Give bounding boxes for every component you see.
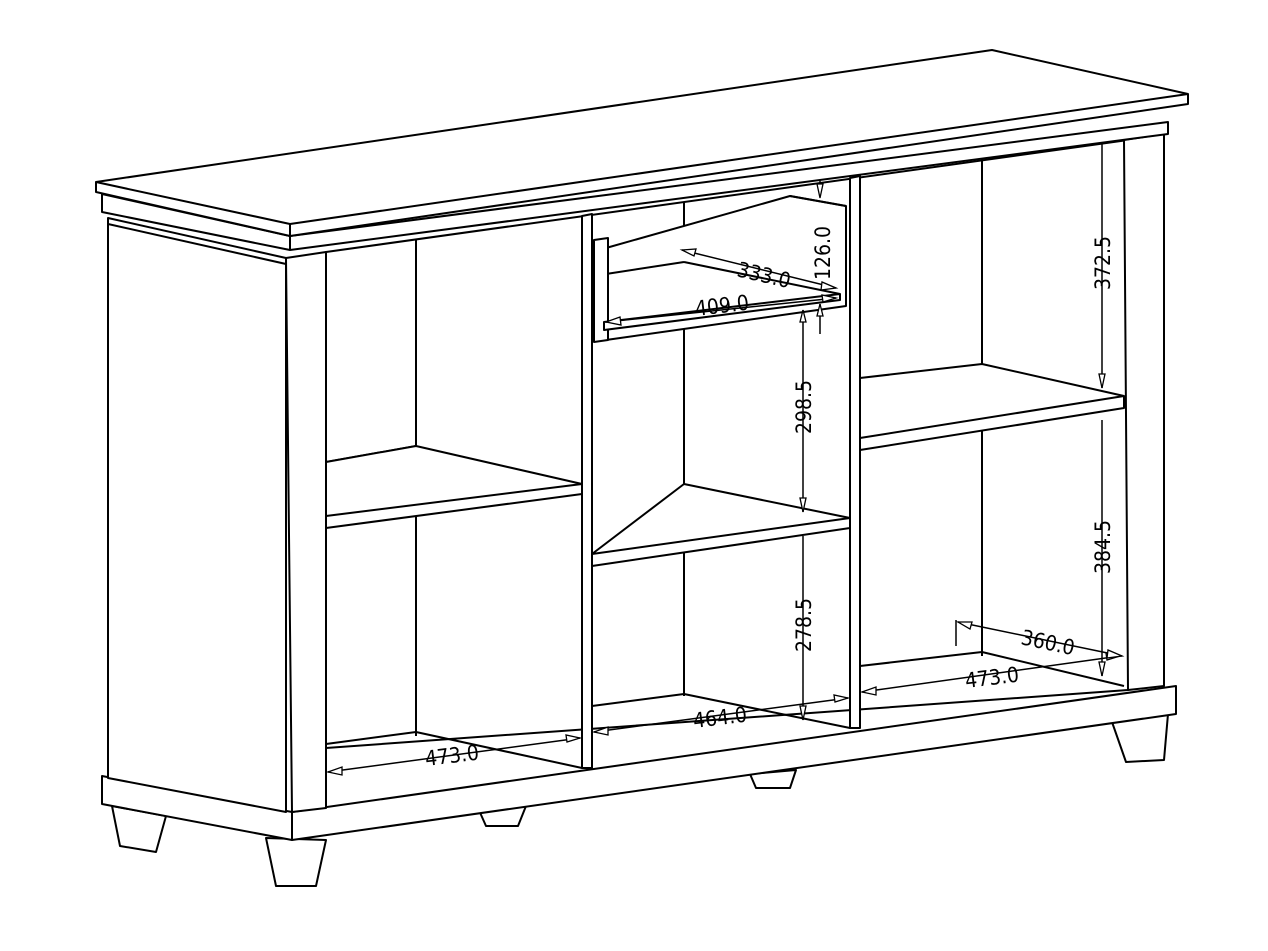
dim-left-bottom-width: 473.0 (424, 741, 481, 771)
side-panel-left (107, 217, 287, 813)
dimension-annotations (325, 144, 1125, 776)
dim-middle-upper-height: 298.5 (792, 380, 816, 434)
dim-middle-bottom-width: 464.0 (692, 703, 749, 733)
dim-drawer-height: 126.0 (811, 226, 835, 280)
leg-front-middle (265, 837, 327, 887)
divider-right (849, 175, 861, 729)
post-front-left (285, 251, 327, 813)
dim-middle-lower-height: 278.5 (792, 598, 816, 652)
top-board (95, 49, 1189, 237)
dim-right-upper-height: 372.5 (1091, 236, 1115, 290)
dim-right-lower-height: 384.5 (1091, 520, 1115, 574)
drawer-front-panel (593, 237, 609, 343)
plinth-front (291, 685, 1177, 841)
cabinet-body (95, 49, 1189, 887)
divider-left (581, 213, 593, 769)
post-front-right (1123, 133, 1165, 691)
